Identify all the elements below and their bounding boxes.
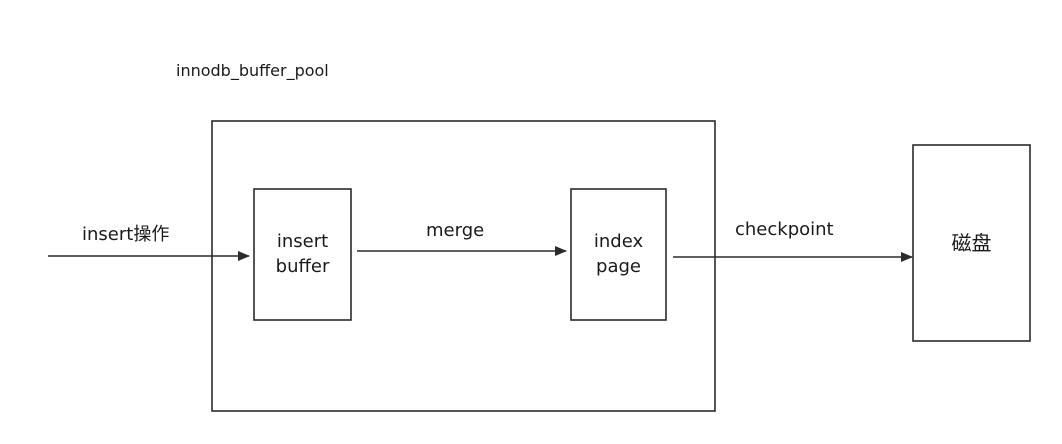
buffer-pool-title: innodb_buffer_pool <box>176 61 329 80</box>
insert-buffer-label: insert buffer <box>275 231 330 277</box>
buffer-pool-box <box>211 120 716 412</box>
disk-label: 磁盘 <box>951 230 992 255</box>
merge-label: merge <box>426 220 485 241</box>
index-page-node: index page <box>571 189 666 320</box>
insert-op-label: insert操作 <box>82 224 170 245</box>
disk-node: 磁盘 <box>913 145 1030 341</box>
insert-buffer-box <box>253 188 352 321</box>
checkpoint-label: checkpoint <box>735 219 834 240</box>
index-page-box <box>570 188 667 321</box>
insert-buffer-node: insert buffer <box>254 189 351 320</box>
index-page-label: index page <box>593 231 644 277</box>
disk-box <box>912 144 1031 342</box>
